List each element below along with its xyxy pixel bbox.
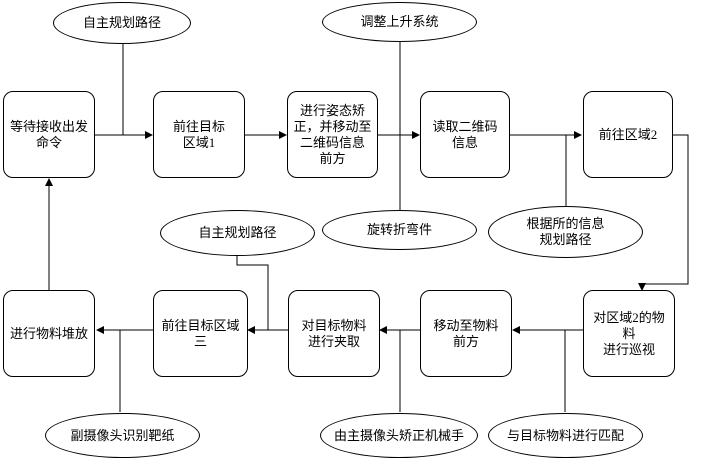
note-adjust-lift: 调整上升系统: [322, 2, 477, 42]
note-match-material: 与目标物料进行匹配: [488, 413, 643, 458]
note-plan-by-info: 根据所的信息 规划路径: [488, 206, 643, 258]
note-auto-path-top: 自主规划路径: [53, 2, 191, 44]
arrow-5-6: [638, 134, 689, 291]
step-go-area2: 前往区域2: [583, 91, 673, 178]
note-rotate-arm: 旋转折弯件: [322, 210, 477, 250]
note-aux-camera: 副摄像头识别靶纸: [45, 413, 200, 458]
step-go-area1: 前往目标 区域1: [153, 91, 245, 178]
step-adjust-move: 进行姿态矫 正，并移动至 二维码信息 前方: [287, 91, 378, 178]
note-main-camera: 由主摄像头矫正机械手: [320, 413, 478, 458]
step-read-qr: 读取二维码 信息: [420, 91, 510, 178]
note-line-auto-path-bottom: [236, 255, 269, 330]
step-stack-material: 进行物料堆放: [3, 290, 95, 377]
step-grab-material: 对目标物料 进行夹取: [288, 290, 380, 377]
note-auto-path-bottom: 自主规划路径: [160, 210, 315, 256]
step-wait-command: 等待接收出发 命令: [3, 91, 95, 178]
step-go-area3: 前往目标区域 三: [153, 290, 248, 377]
step-patrol-area2: 对区域2的物料 进行巡视: [583, 290, 675, 377]
step-move-to-material: 移动至物料 前方: [420, 290, 512, 377]
